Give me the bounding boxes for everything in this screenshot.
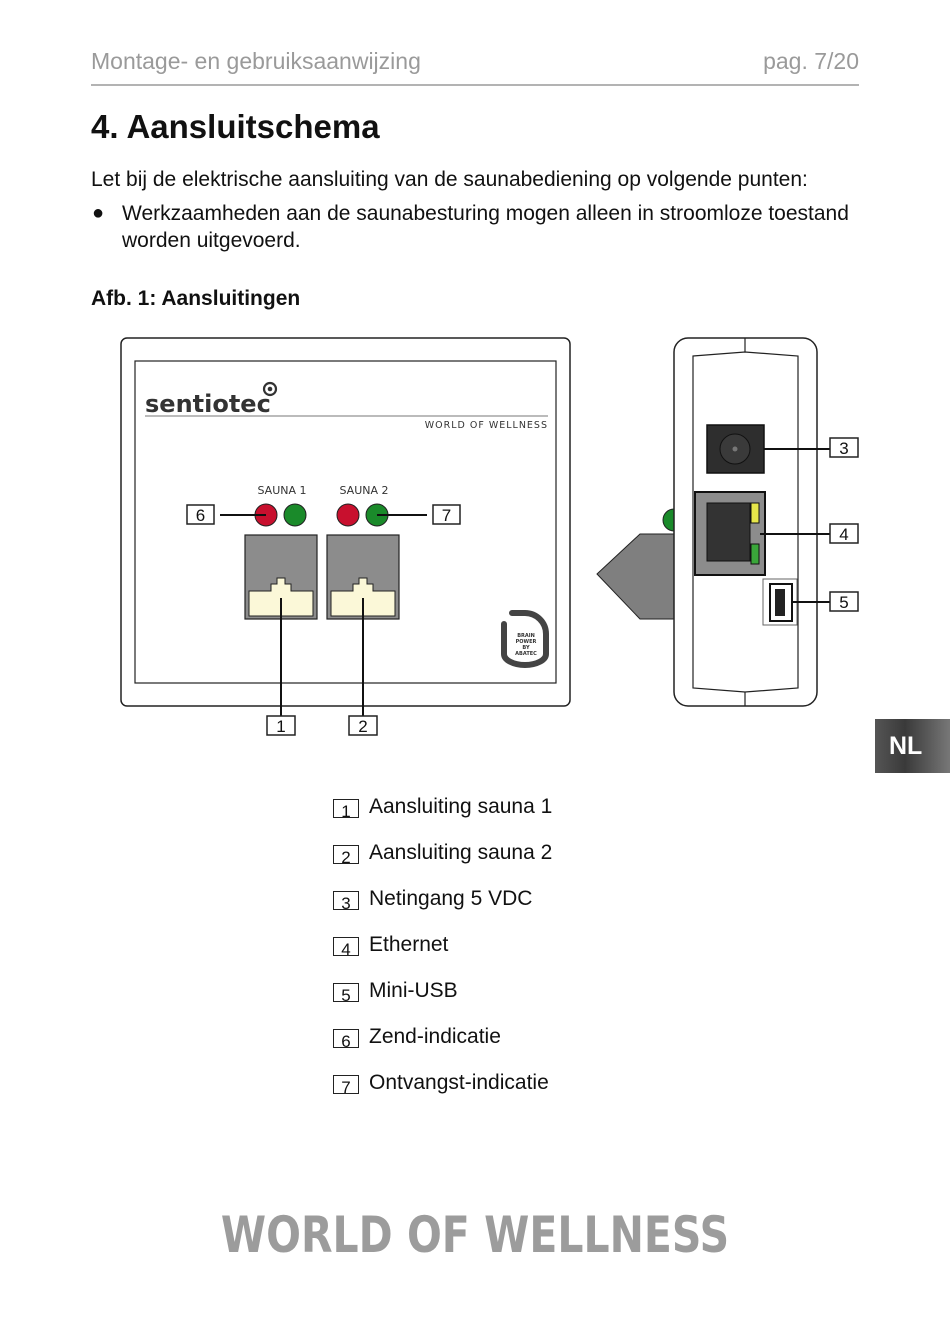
section-title: 4. Aansluitschema (91, 108, 380, 145)
callout-1-text: 1 (276, 717, 285, 736)
led-green-sauna1 (283, 503, 307, 527)
callout-6-box (186, 504, 215, 525)
ethernet-port-icon (694, 491, 766, 576)
section-intro: Let bij de elektrische aansluiting van d… (91, 168, 808, 191)
legend-number: 4 (333, 937, 359, 959)
callout-4-box (829, 523, 859, 544)
brand-text: sentiotec (145, 390, 271, 418)
legend-item: 7 Ontvangst-indicatie (333, 1071, 753, 1105)
legend-item: 4 Ethernet (333, 933, 753, 967)
callout-3-text: 3 (839, 439, 848, 458)
dc-power-jack-icon (706, 424, 765, 474)
brand-tagline: WORLD OF WELLNESS (425, 420, 548, 431)
direction-arrow-icon (596, 533, 675, 620)
legend-number: 1 (333, 799, 359, 821)
legend-label: Ontvangst-indicatie (369, 1071, 549, 1094)
header-divider (91, 84, 859, 86)
legend-item: 2 Aansluiting sauna 2 (333, 841, 753, 875)
callout-1-box (266, 715, 296, 736)
abatec-text-2: POWER (516, 639, 537, 645)
mini-usb-port-icon (762, 578, 798, 626)
legend-number: 5 (333, 983, 359, 1005)
legend-item: 5 Mini-USB (333, 979, 753, 1013)
legend-item: 1 Aansluiting sauna 1 (333, 795, 753, 829)
legend-label: Aansluiting sauna 2 (369, 841, 553, 864)
callout-6-text: 6 (196, 506, 205, 525)
led-red-sauna2 (336, 503, 360, 527)
bullet-icon: ● (92, 202, 105, 224)
legend-number: 3 (333, 891, 359, 913)
sauna1-label: SAUNA 1 (257, 484, 306, 497)
callout-2-text: 2 (358, 717, 367, 736)
bullet-text: Werkzaamheden aan de saunabesturing moge… (122, 202, 849, 252)
legend-label: Ethernet (369, 933, 449, 956)
sauna2-label: SAUNA 2 (339, 484, 388, 497)
callout-7-box (432, 504, 461, 525)
header-doc-title: Montage- en gebruiksaanwijzing (91, 48, 421, 74)
legend-label: Mini-USB (369, 979, 458, 1002)
legend-label: Aansluiting sauna 1 (369, 795, 553, 818)
legend-item: 3 Netingang 5 VDC (333, 887, 753, 921)
connection-diagram: sentiotec WORLD OF WELLNESS SAUNA 1 SAUN… (120, 337, 859, 736)
legend-number: 7 (333, 1075, 359, 1097)
callout-7-text: 7 (442, 506, 451, 525)
callout-3-box (829, 437, 859, 458)
header-page-number: pag. 7/20 (763, 48, 859, 74)
legend-number: 2 (333, 845, 359, 867)
legend-item: 6 Zend-indicatie (333, 1025, 753, 1059)
callout-5-box (829, 591, 859, 612)
callout-4-text: 4 (839, 525, 848, 544)
figure-caption: Afb. 1: Aansluitingen (91, 287, 301, 310)
callout-5-text: 5 (839, 593, 848, 612)
abatec-text-3: BY (522, 645, 530, 651)
abatec-logo-icon: BRAIN POWER BY ABATEC (501, 610, 549, 668)
legend-label: Netingang 5 VDC (369, 887, 533, 910)
legend-label: Zend-indicatie (369, 1025, 501, 1048)
abatec-text-1: BRAIN (517, 633, 535, 639)
footer-slogan: WORLD OF WELLNESS (220, 1206, 730, 1264)
abatec-text-4: ABATEC (515, 651, 537, 657)
callout-2-box (348, 715, 378, 736)
brand-swirl-icon (262, 381, 278, 397)
legend-number: 6 (333, 1029, 359, 1051)
language-tab-nl: NL (875, 719, 950, 773)
